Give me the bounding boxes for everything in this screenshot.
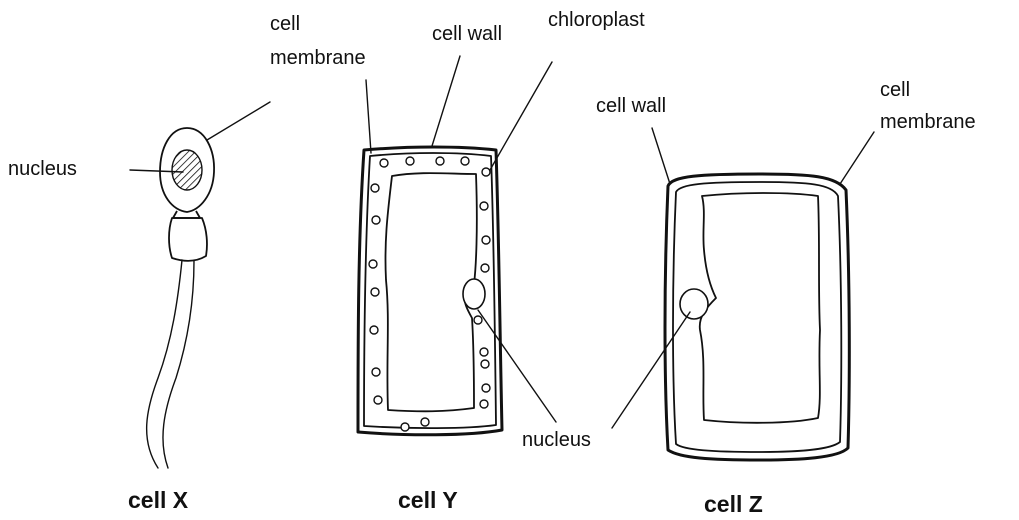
caption-cell-z: cell Z [704, 491, 763, 517]
chloroplast-dot [371, 184, 379, 192]
label-cell-membrane-y-line1: cell [270, 13, 300, 35]
chloroplast-dot [370, 326, 378, 334]
chloroplast-dot [371, 288, 379, 296]
chloroplast-dot [369, 260, 377, 268]
label-nucleus-yz: nucleus [522, 429, 591, 451]
label-cell-membrane-z-line1: cell [880, 79, 910, 101]
label-cell-wall-z: cell wall [596, 95, 666, 117]
chloroplast-dot [482, 236, 490, 244]
caption-cell-x: cell X [128, 487, 189, 513]
chloroplast-dot [481, 360, 489, 368]
chloroplast-dot [372, 216, 380, 224]
cell-z-wall-pointer [652, 128, 670, 184]
chloroplast-dot [474, 316, 482, 324]
chloroplast-dot [372, 368, 380, 376]
cell-x-midpiece [169, 218, 207, 261]
cell-x-tail-left [147, 260, 182, 468]
chloroplast-dot [436, 157, 444, 165]
chloroplast-dot [480, 400, 488, 408]
chloroplast-dot [461, 157, 469, 165]
cell-z-vacuole [700, 193, 820, 423]
chloroplast-dot [380, 159, 388, 167]
cell-z-nucleus [680, 289, 708, 319]
cell-z-membrane-pointer [840, 132, 874, 184]
cell-x-nucleus [172, 150, 202, 190]
cell-y-nucleus [463, 279, 485, 309]
cell-y-membrane-pointer [366, 80, 371, 153]
label-cell-membrane-y-line2: membrane [270, 47, 366, 69]
chloroplast-dot [481, 264, 489, 272]
label-cell-membrane-z-line2: membrane [880, 111, 976, 133]
captions: cell X cell Y cell Z [128, 487, 763, 517]
chloroplast-dot [374, 396, 382, 404]
chloroplast-dot [480, 348, 488, 356]
nucleus-pointer-z [612, 312, 690, 428]
chloroplast-dot [480, 202, 488, 210]
chloroplast-dot [401, 423, 409, 431]
label-nucleus-x: nucleus [8, 158, 77, 180]
cell-y-wall-pointer [432, 56, 460, 146]
chloroplast-dot [482, 384, 490, 392]
chloroplast-pointer [490, 62, 552, 170]
cell-y-drawing [358, 56, 552, 435]
cell-x-drawing [130, 102, 270, 468]
label-cell-wall-y: cell wall [432, 23, 502, 45]
labels: cell membrane cell wall chloroplast nucl… [8, 9, 976, 451]
nucleus-pointer-y [478, 310, 556, 422]
cell-z-drawing [478, 128, 874, 460]
chloroplast-dot [482, 168, 490, 176]
caption-cell-y: cell Y [398, 487, 458, 513]
chloroplast-dot [421, 418, 429, 426]
chloroplast-dot [406, 157, 414, 165]
cell-x-head-pointer [207, 102, 270, 140]
label-chloroplast: chloroplast [548, 9, 645, 31]
